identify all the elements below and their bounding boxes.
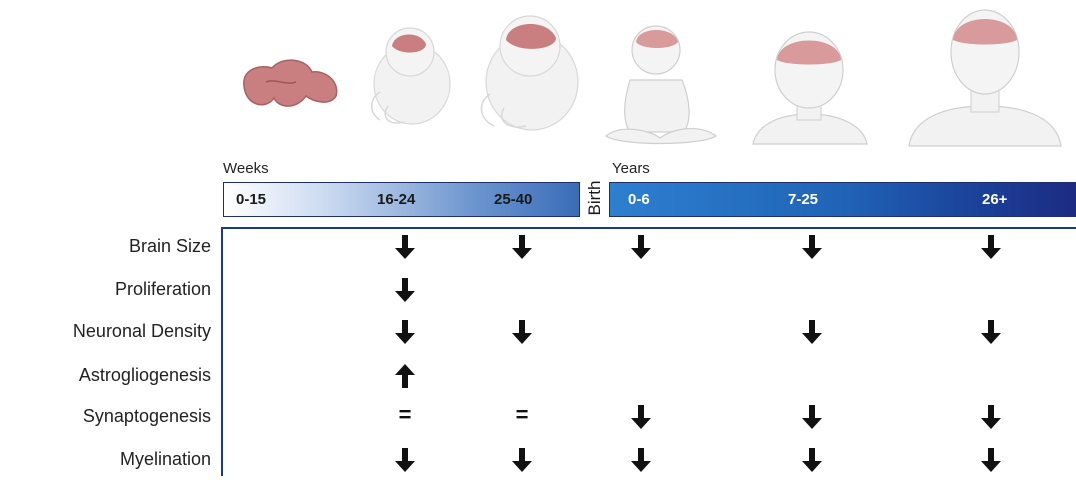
fetus-16-24-icon (360, 22, 455, 130)
arrow-down-icon (801, 447, 823, 473)
arrow-down-icon (511, 447, 533, 473)
arrow-down-icon (980, 447, 1002, 473)
arrow-up-icon (394, 363, 416, 389)
arrow-down-icon (511, 319, 533, 345)
row-label-neuronal-density: Neuronal Density (73, 321, 211, 342)
timeline-weeks-bar: 0-15 16-24 25-40 (223, 182, 580, 217)
arrow-down-icon (801, 234, 823, 260)
arrow-down-icon (980, 319, 1002, 345)
arrow-down-icon (394, 234, 416, 260)
grid-top-line (221, 227, 1076, 229)
row-label-brain-size: Brain Size (129, 236, 211, 257)
stage-label: 26+ (982, 191, 1007, 208)
fetus-25-40-icon (470, 10, 585, 135)
stage-label: 7-25 (788, 191, 818, 208)
arrow-down-icon (801, 404, 823, 430)
equal-icon: = (394, 402, 416, 428)
row-label-synaptogenesis: Synaptogenesis (83, 406, 211, 427)
arrow-down-icon (394, 447, 416, 473)
row-label-astrogliogenesis: Astrogliogenesis (79, 365, 211, 386)
birth-label: Birth (585, 175, 605, 221)
embryo-brain-icon (236, 52, 346, 112)
birth-marker: Birth (584, 176, 606, 222)
years-label: Years (612, 160, 650, 177)
arrow-down-icon (801, 319, 823, 345)
infant-icon (600, 20, 720, 150)
weeks-label: Weeks (223, 160, 269, 177)
stage-label: 16-24 (377, 191, 415, 208)
stage-label: 0-15 (236, 191, 266, 208)
arrow-down-icon (394, 277, 416, 303)
row-label-proliferation: Proliferation (115, 279, 211, 300)
stage-label: 0-6 (628, 191, 650, 208)
arrow-down-icon (394, 319, 416, 345)
row-label-myelination: Myelination (120, 449, 211, 470)
adult-head-icon (905, 6, 1065, 148)
timeline-years-bar: 0-6 7-25 26+ (609, 182, 1076, 217)
arrow-down-icon (980, 234, 1002, 260)
child-head-icon (745, 26, 875, 146)
arrow-down-icon (630, 404, 652, 430)
arrow-down-icon (511, 234, 533, 260)
arrow-down-icon (630, 234, 652, 260)
arrow-down-icon (980, 404, 1002, 430)
grid-left-line (221, 229, 223, 476)
equal-icon: = (511, 402, 533, 428)
arrow-down-icon (630, 447, 652, 473)
stage-label: 25-40 (494, 191, 532, 208)
